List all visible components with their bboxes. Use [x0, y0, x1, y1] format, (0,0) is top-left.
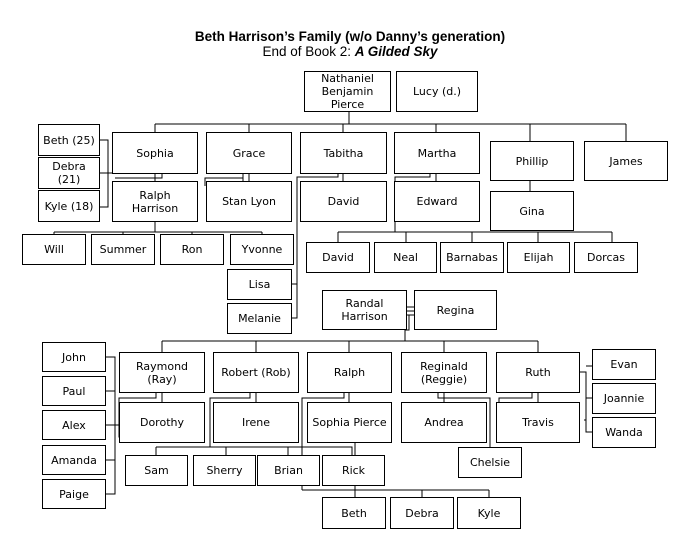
person-debra: Debra — [390, 497, 454, 529]
person-ruth: Ruth — [496, 352, 580, 393]
person-dorothy: Dorothy — [119, 402, 205, 443]
person-sam: Sam — [125, 455, 188, 486]
person-amanda: Amanda — [42, 445, 106, 475]
person-david-tabitha: David — [300, 181, 387, 222]
person-sherry: Sherry — [193, 455, 256, 486]
person-beth-25: Beth (25) — [38, 124, 100, 156]
person-phillip: Phillip — [490, 141, 574, 181]
person-john: John — [42, 342, 106, 372]
person-sophia: Sophia — [112, 132, 198, 174]
person-melanie: Melanie — [227, 303, 292, 334]
person-david-martha: David — [306, 242, 370, 273]
person-dorcas: Dorcas — [574, 242, 638, 273]
person-debra-21: Debra (21) — [38, 157, 100, 189]
person-martha: Martha — [394, 132, 480, 174]
person-evan: Evan — [592, 349, 656, 380]
person-nathaniel: Nathaniel Benjamin Pierce — [304, 71, 391, 112]
person-gina: Gina — [490, 191, 574, 231]
person-rick: Rick — [322, 455, 385, 486]
person-wanda: Wanda — [592, 417, 656, 448]
person-ralph: Ralph — [307, 352, 392, 393]
person-beth: Beth — [322, 497, 386, 529]
person-irene: Irene — [213, 402, 299, 443]
person-sophia-pierce: Sophia Pierce — [307, 402, 392, 443]
person-summer: Summer — [91, 234, 155, 265]
book-title: A Gilded Sky — [354, 44, 438, 59]
person-james: James — [584, 141, 668, 181]
person-andrea: Andrea — [401, 402, 487, 443]
person-joannie: Joannie — [592, 383, 656, 414]
person-alex: Alex — [42, 410, 106, 440]
person-kyle-18: Kyle (18) — [38, 190, 100, 222]
person-randal-harrison: Randal Harrison — [322, 290, 407, 330]
person-grace: Grace — [206, 132, 292, 174]
person-barnabas: Barnabas — [440, 242, 504, 273]
person-lucy: Lucy (d.) — [396, 71, 478, 112]
person-brian: Brian — [257, 455, 320, 486]
person-paige: Paige — [42, 479, 106, 509]
person-raymond: Raymond (Ray) — [119, 352, 205, 393]
person-tabitha: Tabitha — [300, 132, 387, 174]
subtitle-prefix: End of Book 2: — [262, 44, 355, 59]
person-ron: Ron — [160, 234, 224, 265]
person-elijah: Elijah — [507, 242, 570, 273]
person-kyle: Kyle — [457, 497, 521, 529]
person-neal: Neal — [374, 242, 437, 273]
person-will: Will — [22, 234, 86, 265]
person-chelsie: Chelsie — [458, 447, 522, 478]
person-lisa: Lisa — [227, 269, 292, 300]
chart-title: Beth Harrison’s Family (w/o Danny’s gene… — [194, 29, 506, 44]
person-travis: Travis — [496, 402, 580, 443]
chart-subtitle: End of Book 2: A Gilded Sky — [0, 44, 700, 59]
person-paul: Paul — [42, 376, 106, 406]
person-regina: Regina — [414, 290, 497, 330]
person-edward: Edward — [394, 181, 480, 222]
person-yvonne: Yvonne — [230, 234, 294, 265]
person-stan-lyon: Stan Lyon — [206, 181, 292, 222]
person-reginald: Reginald (Reggie) — [401, 352, 487, 393]
person-ralph-harrison: Ralph Harrison — [112, 181, 198, 222]
person-robert: Robert (Rob) — [213, 352, 299, 393]
